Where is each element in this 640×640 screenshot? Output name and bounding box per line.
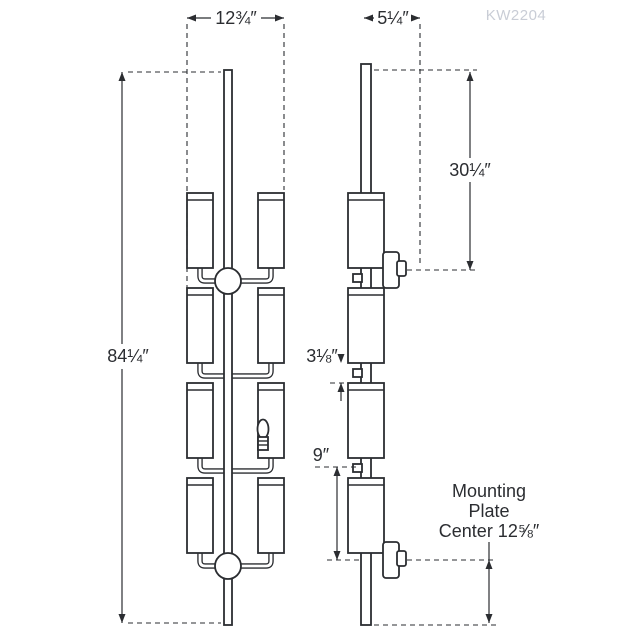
arm-row-3 <box>197 458 274 474</box>
arm-hub <box>214 552 242 580</box>
mounting-note-line1: Mounting <box>452 481 526 501</box>
mounting-note-line2: Plate <box>468 501 509 521</box>
arrowhead <box>485 614 493 623</box>
arrowhead <box>411 14 420 22</box>
side-view <box>347 63 407 626</box>
shade-cylinder <box>257 287 285 364</box>
arrowhead <box>333 551 341 560</box>
shade-cylinder <box>257 382 285 459</box>
front-pole <box>223 69 233 626</box>
mounting-plate-note: Mounting Plate Center 12⅝″ <box>439 481 540 541</box>
shade-cylinder <box>347 477 385 554</box>
arrowhead <box>118 72 126 81</box>
arrowhead <box>466 72 474 81</box>
shade-cylinder <box>257 477 285 554</box>
arrowhead <box>364 14 373 22</box>
arrowhead <box>485 560 493 569</box>
mounting-note-line3: Center 12⅝″ <box>439 521 540 541</box>
arm-hub <box>214 267 242 295</box>
shade-cylinder <box>257 192 285 269</box>
shade-cylinder <box>186 192 214 269</box>
arm-stub <box>352 273 363 283</box>
side-depth-label: 5¼″ <box>377 8 409 28</box>
front-width-label: 12¾″ <box>215 8 257 28</box>
product-code: KW2204 <box>486 7 547 24</box>
shade-cylinder <box>186 287 214 364</box>
bulb-icon <box>256 418 270 451</box>
dimension-lines: 12¾″ 5¼″ 84¼″ 30¼″ 3⅛″ 9″ Mounting Plate… <box>102 6 540 626</box>
overall-height-label: 84¼″ <box>107 346 149 366</box>
arm-to-mount-label: 9″ <box>313 445 330 465</box>
shade-cylinder <box>347 192 385 269</box>
arrowhead <box>337 354 345 363</box>
arrowhead <box>118 614 126 623</box>
arrowhead <box>333 467 341 476</box>
shade-cylinder <box>186 477 214 554</box>
shade-gap-label: 3⅛″ <box>306 346 338 366</box>
mounting-screw <box>396 550 407 567</box>
shade-cylinder <box>347 287 385 364</box>
shade-cylinder <box>186 382 214 459</box>
arrowhead <box>337 383 345 392</box>
arrowhead <box>275 14 284 22</box>
arm-stub <box>352 463 363 473</box>
arrowhead <box>187 14 196 22</box>
arm-stub <box>352 368 363 378</box>
front-view <box>186 69 285 626</box>
arm-row-2 <box>197 363 274 379</box>
shade-cylinder <box>347 382 385 459</box>
arrowhead <box>466 261 474 270</box>
top-to-mount-label: 30¼″ <box>449 160 491 180</box>
mounting-screw <box>396 260 407 277</box>
